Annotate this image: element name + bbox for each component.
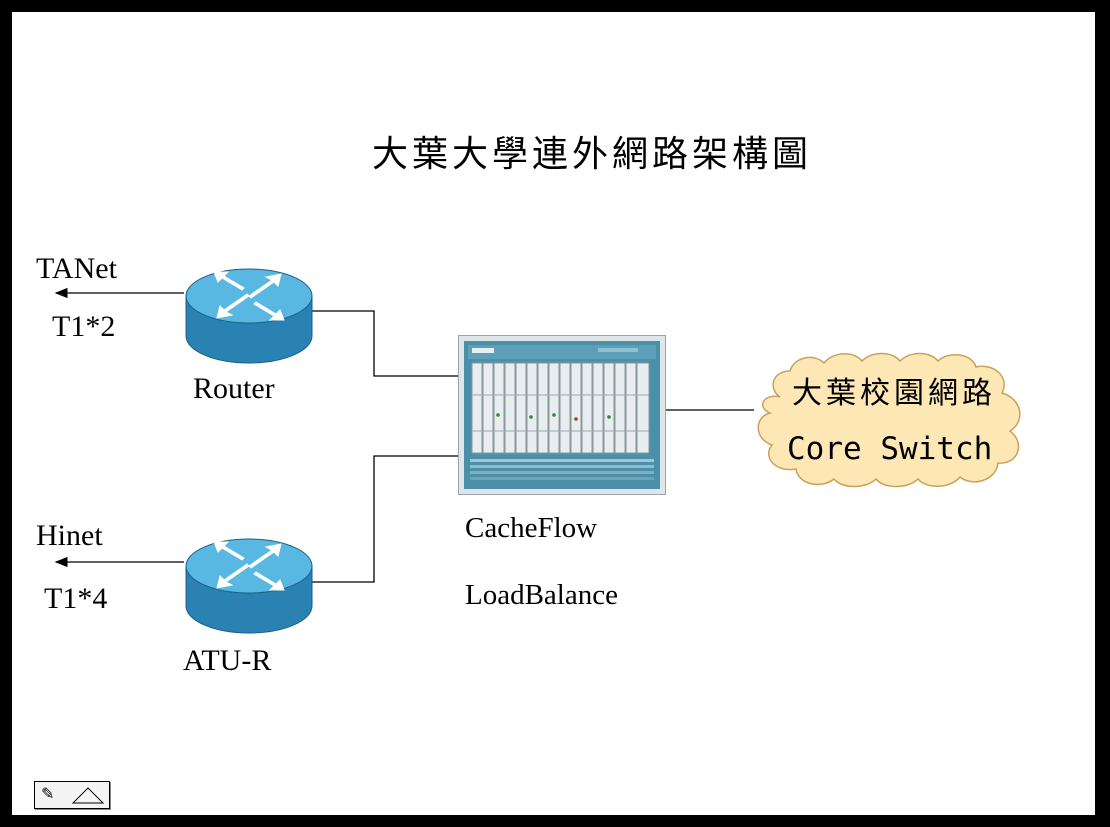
router-icon xyxy=(185,268,313,364)
server-chassis-icon xyxy=(458,335,666,495)
diagram-slide: 大葉大學連外網路架構圖 TANet T1*2 Router Hinet T1*4… xyxy=(12,12,1095,815)
atu-router-icon xyxy=(185,538,313,634)
pen-icon[interactable]: ✎ xyxy=(41,784,55,803)
tanet-label: TANet xyxy=(36,252,117,285)
triangle-icon[interactable] xyxy=(71,785,105,805)
slide-nav-control[interactable]: ✎ xyxy=(34,781,110,809)
hinet-bandwidth: T1*4 xyxy=(44,582,108,615)
atu-to-cacheflow-line xyxy=(312,455,460,583)
cloud-icon xyxy=(757,352,1021,488)
atu-r-label: ATU-R xyxy=(183,644,272,677)
router-to-cacheflow-line xyxy=(312,310,460,377)
core-switch-label: Core Switch xyxy=(787,431,993,467)
connection-lines xyxy=(54,287,754,583)
hinet-label: Hinet xyxy=(36,519,103,552)
router-label: Router xyxy=(193,372,275,405)
loadbalance-label: LoadBalance xyxy=(465,579,618,611)
diagram-title: 大葉大學連外網路架構圖 xyxy=(372,134,813,175)
cacheflow-label: CacheFlow xyxy=(465,512,598,544)
campus-network-label: 大葉校園網路 xyxy=(792,376,996,411)
tanet-bandwidth: T1*2 xyxy=(52,310,116,343)
